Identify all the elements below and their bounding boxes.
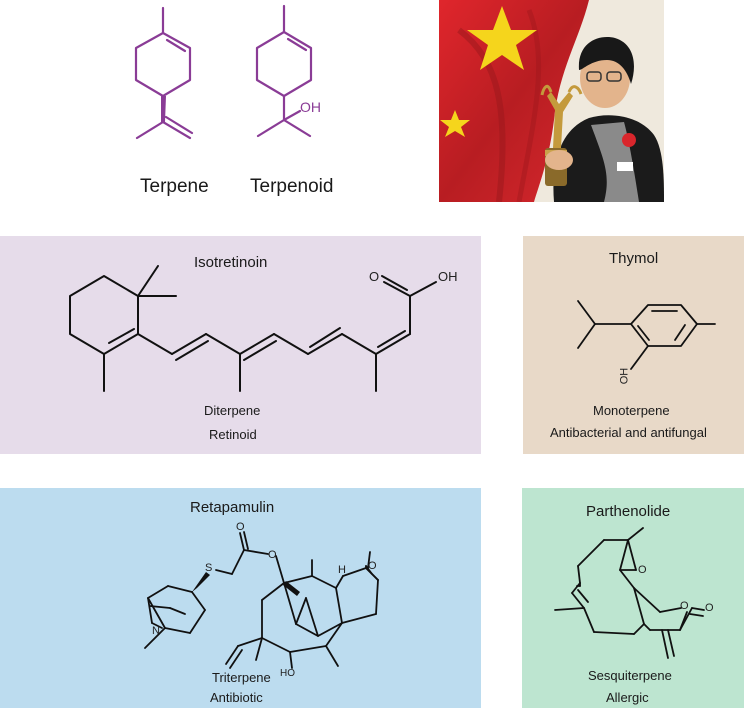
trophy-icon: [540, 84, 583, 186]
retapamulin-o2-label: O: [268, 549, 277, 561]
thymol-oh-label: OH: [618, 367, 631, 385]
thymol-structure: [577, 300, 716, 370]
retapamulin-n-label: N: [152, 625, 160, 637]
star-icon: [467, 6, 537, 70]
retapamulin-h-label: H: [338, 564, 346, 576]
retapamulin-s-label: S: [205, 562, 213, 574]
retapamulin-o1-label: O: [236, 521, 245, 533]
isotretinoin-panel: Isotretinoin O OH Diterpene Retinoid: [0, 236, 481, 454]
retapamulin-title: Retapamulin: [190, 499, 275, 516]
retapamulin-ho-label: HO: [280, 668, 295, 679]
parthenolide-panel: Parthenolide O O O Sesquiterpene Allergi…: [522, 488, 744, 708]
isotretinoin-oh-label: OH: [438, 269, 458, 284]
terpenoid-molecule: [255, 4, 313, 138]
star-icon: [440, 110, 470, 137]
person: [553, 37, 664, 202]
thymol-class: Monoterpene: [593, 403, 670, 418]
parthenolide-ring-o-label: O: [680, 600, 689, 612]
parthenolide-epoxide-o-label: O: [638, 564, 647, 576]
retapamulin-structure: [144, 531, 379, 669]
parthenolide-title: Parthenolide: [586, 503, 671, 520]
isotretinoin-subclass: Retinoid: [209, 427, 257, 442]
retapamulin-class: Triterpene: [212, 670, 271, 685]
terpene-molecule: [134, 6, 194, 140]
terpenoid-label: Terpenoid: [250, 176, 334, 197]
isotretinoin-title: Isotretinoin: [194, 254, 268, 271]
isotretinoin-class: Diterpene: [204, 403, 261, 418]
parthenolide-class: Sesquiterpene: [588, 668, 672, 683]
retapamulin-activity: Antibiotic: [210, 690, 263, 705]
thymol-panel: Thymol OH Monoterpene Antibacterial and …: [523, 236, 744, 454]
thymol-title: Thymol: [609, 250, 659, 267]
isotretinoin-structure: [69, 265, 437, 392]
thymol-activity: Antibacterial and antifungal: [550, 425, 707, 440]
terpene-label: Terpene: [140, 176, 209, 197]
terpene-structures: [134, 4, 313, 140]
retapamulin-panel: Retapamulin S N O O O H HO Triterpene An…: [0, 488, 481, 708]
terpene-terpenoid-section: OH Terpene Terpenoid: [0, 0, 430, 210]
award-photo: [439, 0, 664, 202]
retapamulin-o3-label: O: [368, 560, 377, 572]
terpenoid-oh-label: OH: [300, 99, 321, 115]
parthenolide-structure: [554, 527, 705, 659]
parthenolide-carbonyl-o-label: O: [705, 602, 714, 614]
award-photo-illustration: [439, 0, 664, 202]
parthenolide-activity: Allergic: [606, 690, 649, 705]
isotretinoin-o-label: O: [369, 269, 380, 284]
